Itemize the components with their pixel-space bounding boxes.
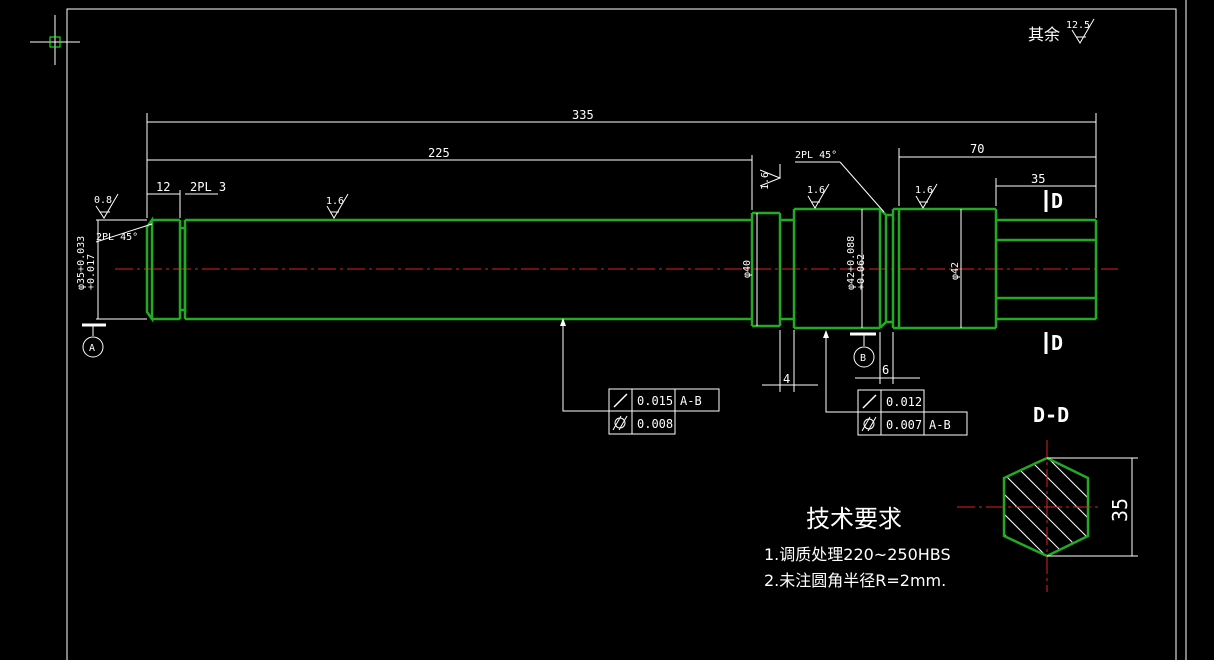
roughness-bearing: 1.6: [807, 183, 830, 209]
dimension-right-end: 35: [995, 172, 1096, 206]
datum-b-label: B: [860, 353, 866, 364]
dimension-dia-left: φ35+0.033 +0.017: [76, 219, 147, 320]
runout-icon-2: [862, 394, 877, 409]
roughness-symbol-icon: [1071, 18, 1095, 44]
dimension-dia-42: φ42: [950, 209, 962, 328]
roughness-other-note: 其余 12.5: [1028, 18, 1095, 44]
roughness-shoulder: 1.6: [759, 164, 782, 190]
tech-req-item-1: 1.调质处理220~250HBS: [764, 545, 951, 564]
tol1-row1-datum: A-B: [680, 394, 702, 408]
tolerance-frame-1: 0.015 A-B 0.008: [560, 318, 720, 435]
dim-right-part-text: 70: [970, 142, 984, 156]
datum-b-marker: B: [850, 332, 876, 368]
dimension-chamfer-right: 2PL 45°: [795, 150, 885, 213]
dimension-overall: 335: [146, 108, 1097, 218]
tech-req-item-2: 2.未注圆角半径R=2mm.: [764, 571, 946, 590]
roughness-other-label: 其余: [1028, 25, 1060, 44]
dim-right-end-text: 35: [1031, 172, 1045, 186]
tol2-row2-value: 0.007: [886, 418, 922, 432]
section-cut-mark-bottom: D: [1044, 331, 1063, 355]
dim-shaft-long-text: 225: [428, 146, 450, 160]
dim-groove-spec-text: 2PL 3: [190, 180, 226, 194]
dim-undercut-a-text: 4: [783, 372, 790, 386]
roughness-main-shaft: 1.6: [326, 193, 349, 219]
drawing-frame: [66, 0, 1187, 660]
dimension-dia-40: φ40: [742, 213, 758, 326]
roughness-right-journal: 1.6: [915, 183, 938, 209]
roughness-main-shaft-value: 1.6: [326, 196, 344, 207]
dim-undercut-b-text: 6: [882, 363, 889, 377]
dim-groove-left-text: 12: [156, 180, 170, 194]
dim-chamfer-left-text: 2PL 45°: [96, 232, 138, 243]
cylindricity-icon: [612, 415, 628, 431]
dimension-chamfer-left: 2PL 45°: [95, 223, 153, 243]
dim-overall-text: 335: [572, 108, 594, 122]
dimension-undercut-b: 6: [855, 332, 920, 384]
roughness-bearing-value: 1.6: [807, 185, 825, 196]
tol1-row2-value: 0.008: [637, 417, 673, 431]
datum-a-marker: A: [82, 323, 106, 358]
dim-dia-42-text: φ42: [950, 262, 961, 280]
roughness-shoulder-value: 1.6: [760, 172, 771, 190]
dim-dia-42-b: +0.062: [856, 254, 867, 290]
tol2-row1-value: 0.012: [886, 395, 922, 409]
dimension-right-part: 70: [898, 142, 1096, 206]
crosshair-cursor-icon: [30, 15, 80, 65]
runout-icon: [613, 393, 628, 408]
dim-dia-40-text: φ40: [742, 260, 753, 278]
section-cut-top-label: D: [1051, 189, 1063, 213]
roughness-left-end: 0.8: [94, 193, 119, 219]
section-view-dd: D-D 35: [957, 403, 1138, 592]
section-dim-text: 35: [1108, 498, 1132, 522]
cylindricity-icon-2: [861, 416, 877, 432]
section-cut-mark-top: D: [1044, 189, 1063, 213]
datum-a-label: A: [89, 343, 95, 354]
dimension-groove-left: 12 2PL 3: [147, 180, 226, 218]
section-hatching: [1004, 458, 1088, 556]
roughness-other-value: 12.5: [1066, 20, 1090, 31]
dim-dia-42-a: φ42+0.088: [846, 236, 857, 290]
dim-chamfer-right-text: 2PL 45°: [795, 150, 837, 161]
tolerance-frame-2: 0.012 0.007 A-B: [823, 330, 968, 436]
tol2-row2-datum: A-B: [929, 418, 951, 432]
section-view-label: D-D: [1033, 403, 1069, 427]
tol1-row1-value: 0.015: [637, 394, 673, 408]
roughness-right-journal-value: 1.6: [915, 185, 933, 196]
section-cut-bottom-label: D: [1051, 331, 1063, 355]
dim-dia-left-a: φ35+0.033: [76, 236, 87, 290]
roughness-left-end-value: 0.8: [94, 195, 112, 206]
technical-requirements: 技术要求 1.调质处理220~250HBS 2.未注圆角半径R=2mm.: [764, 505, 951, 590]
dim-dia-left-b: +0.017: [86, 254, 97, 290]
dimension-undercut-a: 4: [762, 330, 818, 392]
dimension-dia-42-tol: φ42+0.088 +0.062: [846, 209, 867, 328]
tech-req-title: 技术要求: [806, 505, 902, 533]
shaft-outline: [145, 207, 1098, 330]
dimension-shaft-long: 225: [147, 146, 753, 210]
